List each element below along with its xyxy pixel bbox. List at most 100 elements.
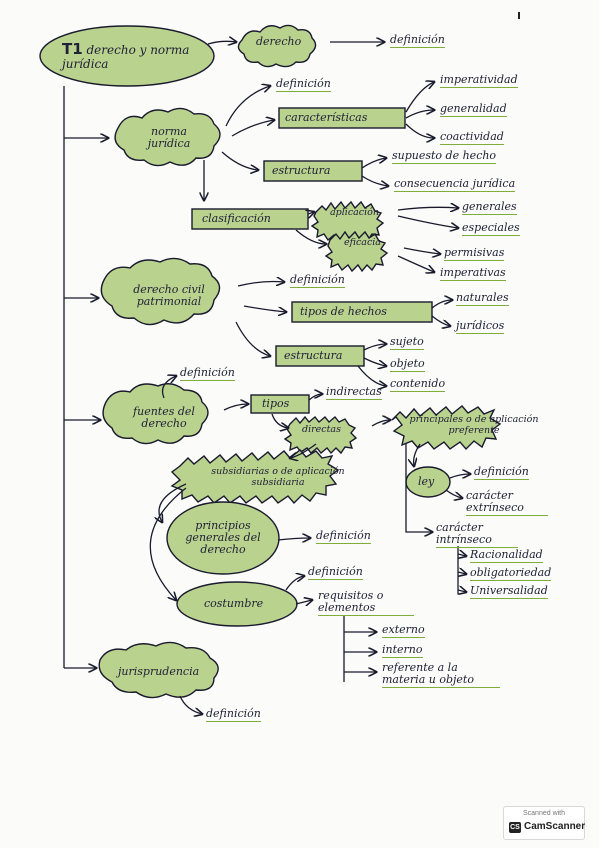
imperativas-label: imperativas: [440, 266, 506, 281]
derecho-definicion: definición: [390, 33, 445, 48]
fuentes-to-def: [161, 376, 177, 399]
prin-to-ley: [414, 443, 421, 466]
dcp-estructura-label: estructura: [284, 349, 343, 362]
intr-to-rac: [458, 554, 466, 556]
nj-to-estr: [221, 151, 258, 170]
estr-to-objeto: [363, 357, 386, 366]
tipos-de-hechos-box: [291, 301, 433, 323]
title-label: T1 derecho y norma jurídica: [62, 40, 212, 72]
title-prefix: T1: [62, 40, 83, 58]
jur-definicion: definición: [206, 707, 261, 722]
title-to-derecho: [207, 41, 236, 44]
nj-definicion: definición: [276, 77, 331, 92]
intr-to-obl: [458, 572, 466, 574]
estructura-box: [263, 160, 363, 182]
derecho-label: derecho: [256, 35, 302, 48]
dcp-estructura-box: [275, 345, 365, 367]
estructura-label: estructura: [272, 164, 331, 177]
subsidiarias-label: subsidiarias o de aplicación subsidiaria: [211, 466, 345, 488]
dcp-label: derecho civil patrimonial: [133, 283, 205, 308]
generales-label: generales: [462, 200, 517, 215]
estr-to-contenido: [357, 365, 386, 386]
costumbre-label: costumbre: [204, 597, 264, 610]
norma-juridica-cloud: [114, 107, 221, 167]
caracteristicas-label: características: [285, 111, 368, 124]
tipos-box: [250, 394, 310, 414]
tipos-to-jur: [431, 315, 450, 326]
juridicos-label: jurídicos: [456, 319, 505, 334]
sub-to-pg: [159, 483, 187, 522]
clasificacion-label: clasificación: [202, 212, 271, 225]
aplicacion-label: aplicación: [330, 207, 380, 218]
tipos-to-nat: [431, 300, 452, 309]
ley-to-def: [449, 474, 470, 479]
pg-to-def: [277, 538, 310, 540]
title-ellipse: [39, 25, 215, 87]
universalidad-label: Universalidad: [470, 584, 548, 599]
tipos-to-dir: [271, 413, 288, 428]
dir-to-sub: [290, 443, 317, 458]
jurisprudencia-label: jurisprudencia: [118, 665, 200, 678]
caracter-extrinseco-label: carácter extrínseco: [466, 490, 548, 516]
jurisprudencia-cloud: [98, 641, 219, 699]
requisitos-label: requisitos o elementos: [318, 590, 414, 616]
efi-to-impv: [397, 255, 434, 272]
ley-definicion: definición: [474, 465, 529, 480]
principios-generales-ellipse: [166, 501, 280, 575]
jur-to-def: [179, 695, 202, 714]
fuentes-label: fuentes del derecho: [133, 405, 195, 430]
nj-to-carac: [231, 120, 274, 137]
subsidiarias-spiky: [170, 449, 340, 505]
estr-to-sujeto: [363, 344, 386, 351]
coactividad-label: coactividad: [440, 130, 504, 145]
estr-to-cons: [361, 175, 388, 186]
cost-to-req: [295, 600, 312, 604]
interno-label: interno: [382, 643, 423, 658]
directas-spiky: [283, 415, 358, 455]
obligatoriedad-label: obligatoriedad: [470, 566, 552, 581]
efi-to-per: [403, 247, 440, 254]
contenido-label: contenido: [390, 377, 446, 392]
imperatividad-label: imperatividad: [440, 73, 518, 88]
carac-to-coa: [405, 123, 434, 138]
externo-label: externo: [382, 623, 425, 638]
ley-label: ley: [418, 475, 435, 488]
cost-to-def: [285, 576, 304, 591]
apl-to-gen: [397, 207, 458, 210]
referente-label: referente a la materia u objeto: [382, 662, 500, 688]
eficacia-label: eficacia: [344, 237, 381, 248]
consecuencia-juridica-label: consecuencia jurídica: [394, 177, 516, 192]
naturales-label: naturales: [456, 291, 509, 306]
scanned-with-text: Scanned with: [522, 810, 566, 817]
nj-to-def: [225, 86, 270, 127]
indirectas-label: indirectas: [326, 385, 382, 400]
fuentes-del-derecho-cloud: [102, 383, 209, 445]
ley-to-extr: [445, 489, 462, 498]
apl-to-esp: [397, 215, 458, 228]
intr-to-uni: [458, 590, 466, 592]
camscanner-logo-icon: CS: [509, 822, 521, 833]
norma-juridica-label: norma jurídica: [147, 125, 191, 150]
supuesto-de-hecho-label: supuesto de hecho: [392, 149, 497, 164]
fd-definicion: definición: [180, 366, 235, 381]
tipos-to-ind: [308, 394, 322, 401]
caracteristicas-box: [278, 107, 406, 129]
dcp-to-estr: [235, 321, 270, 356]
carac-to-imp: [405, 82, 434, 113]
eficacia-spiky: [324, 230, 389, 273]
derecho-civil-patrimonial-cloud: [100, 257, 221, 326]
clas-to-efi: [295, 229, 326, 244]
directas-label: directas: [302, 424, 341, 435]
racionalidad-label: Racionalidad: [470, 548, 543, 563]
pg-definicion: definición: [316, 529, 371, 544]
generalidad-label: generalidad: [440, 102, 507, 117]
dcp-to-def: [237, 282, 284, 287]
principales-spiky: [391, 405, 502, 451]
clas-to-apl: [308, 212, 314, 214]
derecho-cloud: [237, 24, 317, 68]
especiales-label: especiales: [462, 221, 520, 236]
sujeto-label: sujeto: [390, 335, 424, 350]
dcp-to-tipos: [243, 305, 286, 312]
prin-to-down: [405, 444, 432, 532]
